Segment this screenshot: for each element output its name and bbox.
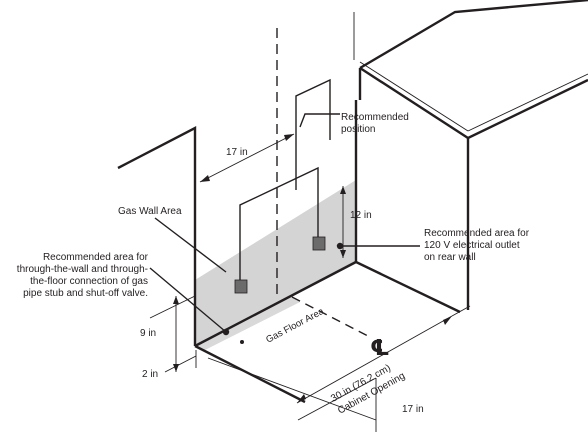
dim-17-top-line — [199, 133, 295, 183]
svg-text:pipe stub and shut-off valve.: pipe stub and shut-off valve. — [23, 288, 148, 299]
dim-12-label: 12 in — [350, 210, 372, 221]
svg-text:position: position — [341, 124, 375, 135]
floor-area-dot — [240, 340, 244, 344]
dim-17-bottom-line — [207, 357, 377, 432]
dim-2-line — [164, 350, 197, 373]
svg-text:Recommended area for: Recommended area for — [43, 252, 149, 263]
pipe-note-label: Recommended area for through-the-wall an… — [17, 252, 149, 299]
shaded-gas-areas — [195, 180, 356, 350]
floor-right-edge — [355, 260, 461, 314]
left-wall-outline — [117, 126, 197, 346]
floor-front-edge — [194, 344, 306, 404]
dim-17-bottom-label: 17 in — [402, 404, 424, 415]
svg-text:Recommended area for: Recommended area for — [424, 228, 530, 239]
gas-wall-area-shading — [195, 180, 356, 345]
shutoff-valve-box — [234, 279, 248, 294]
appliance-cabinet — [358, 0, 588, 310]
svg-text:Recommended: Recommended — [341, 112, 409, 123]
gas-pipe-outline — [239, 78, 331, 282]
dim-9-label: 9 in — [140, 328, 156, 339]
dim-2-label: 2 in — [142, 369, 158, 380]
centerline-symbol: ℄ — [370, 335, 390, 360]
svg-text:the-floor connection of gas: the-floor connection of gas — [30, 276, 148, 287]
rear-wall-floor-edge — [194, 260, 357, 348]
cabinet-walls — [117, 100, 461, 404]
outlet-box — [312, 236, 326, 251]
dim-30-line — [296, 305, 471, 404]
recommended-position-label: Recommended position — [341, 112, 409, 135]
cabinet-opening-label: 30 in (76.2 cm) Cabinet Opening — [329, 363, 407, 417]
svg-text:on rear wall: on rear wall — [424, 252, 476, 263]
gas-floor-strip — [195, 296, 300, 350]
leader-lines — [149, 113, 420, 333]
dim-17-top-label: 17 in — [226, 147, 248, 158]
dim-9-line — [149, 295, 196, 372]
svg-text:through-the-wall and through-: through-the-wall and through- — [17, 264, 148, 275]
svg-text:120 V electrical outlet: 120 V electrical outlet — [424, 240, 520, 251]
outlet-note-label: Recommended area for 120 V electrical ou… — [424, 228, 530, 263]
gas-wall-area-label: Gas Wall Area — [118, 206, 182, 217]
